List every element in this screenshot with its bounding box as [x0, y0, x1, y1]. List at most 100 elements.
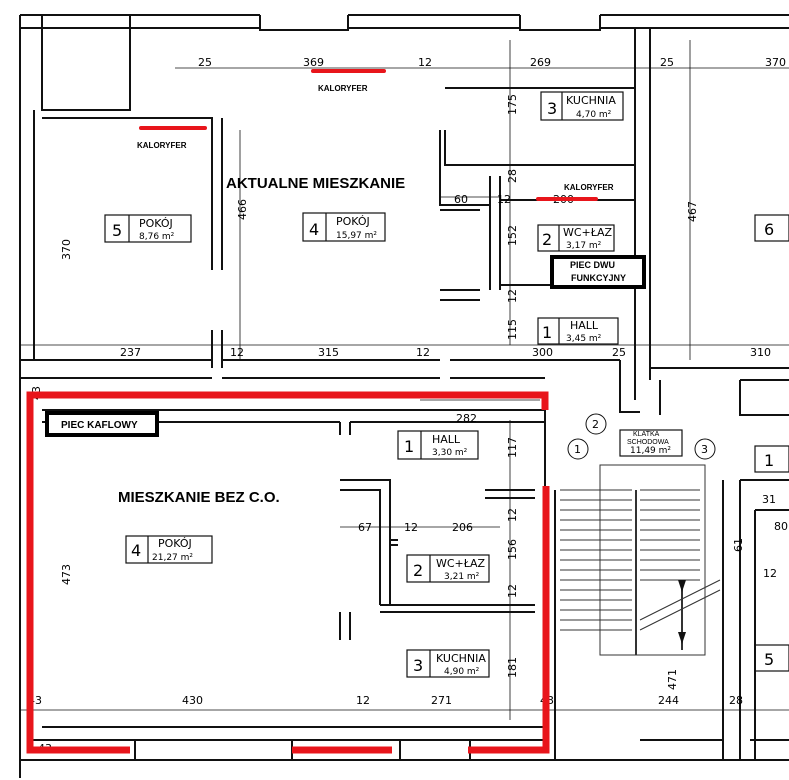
room-area: 3,17 m²: [566, 241, 602, 251]
dimension-label: 181: [506, 657, 519, 678]
dimension-label: 467: [686, 201, 699, 222]
dimension-label: 244: [658, 694, 679, 707]
dimension-label: 67: [358, 521, 372, 534]
room-area: 15,97 m²: [336, 231, 377, 241]
staircase-label: KLATKA SCHODOWA 11,49 m²: [627, 431, 671, 456]
room-number: 4: [309, 220, 319, 239]
room-name: KUCHNIA: [436, 652, 486, 665]
dimension-label: 28: [729, 694, 743, 707]
walls-lower: [20, 409, 789, 761]
dimension-label: 206: [452, 521, 473, 534]
room-area: 4,90 m²: [444, 667, 480, 677]
dimension-label: 370: [60, 239, 73, 260]
rooms-upper: 5 POKÓJ 8,76 m² 4 POKÓJ 15,97 m² 3 KUCHN…: [112, 94, 616, 344]
dimension-label: 60: [454, 193, 468, 206]
tile-stove-label: PIEC KAFLOWY: [61, 420, 138, 431]
room-number: 4: [131, 541, 141, 560]
rooms-lower: 1 HALL 3,30 m² 4 POKÓJ 21,27 m² 2 WC+ŁAZ…: [131, 433, 486, 677]
room-number: 2: [542, 230, 552, 249]
circle-label: 1: [574, 443, 581, 456]
circle-label: 2: [592, 418, 599, 431]
room-number: 5: [764, 650, 774, 669]
dimension-label: 370: [765, 56, 786, 69]
room-number: 3: [413, 656, 423, 675]
dimension-label: 12: [497, 193, 511, 206]
dimension-label: 152: [506, 225, 519, 246]
dimension-label: 12: [416, 346, 430, 359]
dimension-label: 117: [506, 437, 519, 458]
dimension-label: 25: [612, 346, 626, 359]
radiator-label: KALORYFER: [318, 84, 368, 93]
dimension-label: 156: [506, 539, 519, 560]
dimension-label: 271: [431, 694, 452, 707]
radiator-label: KALORYFER: [564, 183, 614, 192]
radiator-markers: [139, 69, 598, 201]
dimension-label: 315: [318, 346, 339, 359]
dimension-label: 369: [303, 56, 324, 69]
tile-stove-callout: PIEC KAFLOWY: [45, 411, 159, 437]
dimension-label: 12: [506, 508, 519, 522]
staircase-label-1: KLATKA: [633, 431, 660, 438]
circle-marker-2: [585, 413, 607, 435]
room-name: HALL: [570, 319, 599, 332]
dimension-label: 12: [506, 584, 519, 598]
room-number: 1: [542, 323, 552, 342]
dimension-label: 471: [666, 669, 679, 690]
grid-circles: [567, 413, 716, 460]
circle-marker-1: [567, 438, 589, 460]
dual-boiler-label-1: PIEC DWU: [570, 260, 615, 270]
dimension-label: 12: [404, 521, 418, 534]
dimension-lines: [20, 40, 789, 720]
highlight-outline: [26, 391, 550, 754]
dimension-label: 430: [182, 694, 203, 707]
dimension-label: 61: [732, 538, 745, 552]
dimension-label: 31: [762, 493, 776, 506]
room-name: POKÓJ: [139, 217, 173, 230]
dimension-label: 12: [356, 694, 370, 707]
room-area: 3,21 m²: [444, 572, 480, 582]
room-area: 3,30 m²: [432, 448, 468, 458]
dimension-label: 12: [230, 346, 244, 359]
room-name: WC+ŁAZ: [436, 557, 485, 570]
room-boxes: [104, 91, 789, 678]
room-name: WC+ŁAZ: [563, 226, 612, 239]
dimension-label: 282: [456, 412, 477, 425]
staircase: [560, 464, 721, 656]
dimension-label: 12: [506, 289, 519, 303]
neighbour-rooms: 6 1 5: [764, 220, 774, 669]
circle-marker-3: [694, 438, 716, 460]
room-name: POKÓJ: [336, 215, 370, 228]
dimension-label: 115: [506, 319, 519, 340]
room-area: 3,45 m²: [566, 334, 602, 344]
room-name: POKÓJ: [158, 537, 192, 550]
dimension-label: 12: [418, 56, 432, 69]
dual-boiler-callout: PIEC DWU FUNKCYJNY: [550, 255, 646, 289]
current-flat-title: AKTUALNE MIESZKANIE: [226, 175, 405, 192]
room-area: 21,27 m²: [152, 553, 193, 563]
dimension-label: 237: [120, 346, 141, 359]
circle-label: 3: [701, 443, 708, 456]
dimension-label: 25: [198, 56, 212, 69]
dimension-label: 473: [60, 564, 73, 585]
staircase-label-2: SCHODOWA: [627, 439, 669, 446]
room-name: HALL: [432, 433, 461, 446]
room-number: 1: [404, 437, 414, 456]
dimension-label: 466: [236, 199, 249, 220]
dimension-label: 175: [506, 94, 519, 115]
dimension-label: 300: [532, 346, 553, 359]
room-name: KUCHNIA: [566, 94, 616, 107]
radiator-label: KALORYFER: [137, 141, 187, 150]
room-number: 1: [764, 451, 774, 470]
room-area: 8,76 m²: [139, 232, 175, 242]
staircase-area: 11,49 m²: [630, 446, 671, 456]
dimension-label: 269: [530, 56, 551, 69]
dimension-label: 310: [750, 346, 771, 359]
room-number: 5: [112, 221, 122, 240]
dimension-label: 80: [774, 520, 788, 533]
dual-boiler-label-2: FUNKCYJNY: [571, 273, 626, 283]
flat-without-heating-title: MIESZKANIE BEZ C.O.: [118, 489, 280, 506]
dimension-label: 28: [506, 169, 519, 183]
annotations: KALORYFER KALORYFER KALORYFER AKTUALNE M…: [118, 84, 614, 506]
dimension-label: 12: [763, 567, 777, 580]
